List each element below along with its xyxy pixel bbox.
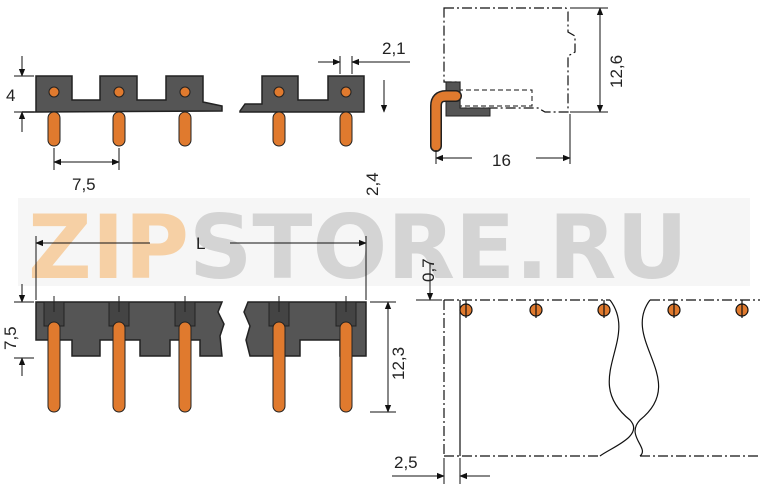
dim-top-height: 4 [6, 86, 15, 105]
watermark: ZIPSTORE.RU [18, 196, 750, 299]
top-view-right [239, 75, 365, 147]
top-view-left [22, 75, 223, 147]
top-view-dimensions [14, 56, 410, 170]
dim-pin-width: 2,1 [382, 39, 406, 58]
side-view [430, 7, 576, 152]
footprint-view [443, 299, 760, 457]
watermark-rest: STORE.RU [189, 196, 688, 299]
dim-pitch-top: 7,5 [72, 175, 96, 194]
front-view-right [243, 296, 367, 413]
front-view-left [35, 296, 225, 413]
dim-offset-a: 2,4 [363, 172, 382, 196]
side-view-dimensions [435, 7, 608, 164]
front-view-dimensions [14, 236, 396, 413]
dim-side-depth: 16 [492, 151, 511, 170]
dim-pin-length: 12,3 [389, 347, 408, 380]
watermark-brand: ZIP [28, 196, 189, 299]
dim-edge-offset: 2,5 [394, 453, 418, 472]
dim-side-height: 12,6 [607, 55, 626, 88]
dim-front-height: 7,5 [1, 326, 20, 350]
dim-length: L [196, 234, 205, 253]
dim-offset-b: 0,7 [419, 258, 438, 282]
watermark-text: ZIPSTORE.RU [28, 196, 688, 299]
footprint-dimensions [392, 264, 490, 484]
